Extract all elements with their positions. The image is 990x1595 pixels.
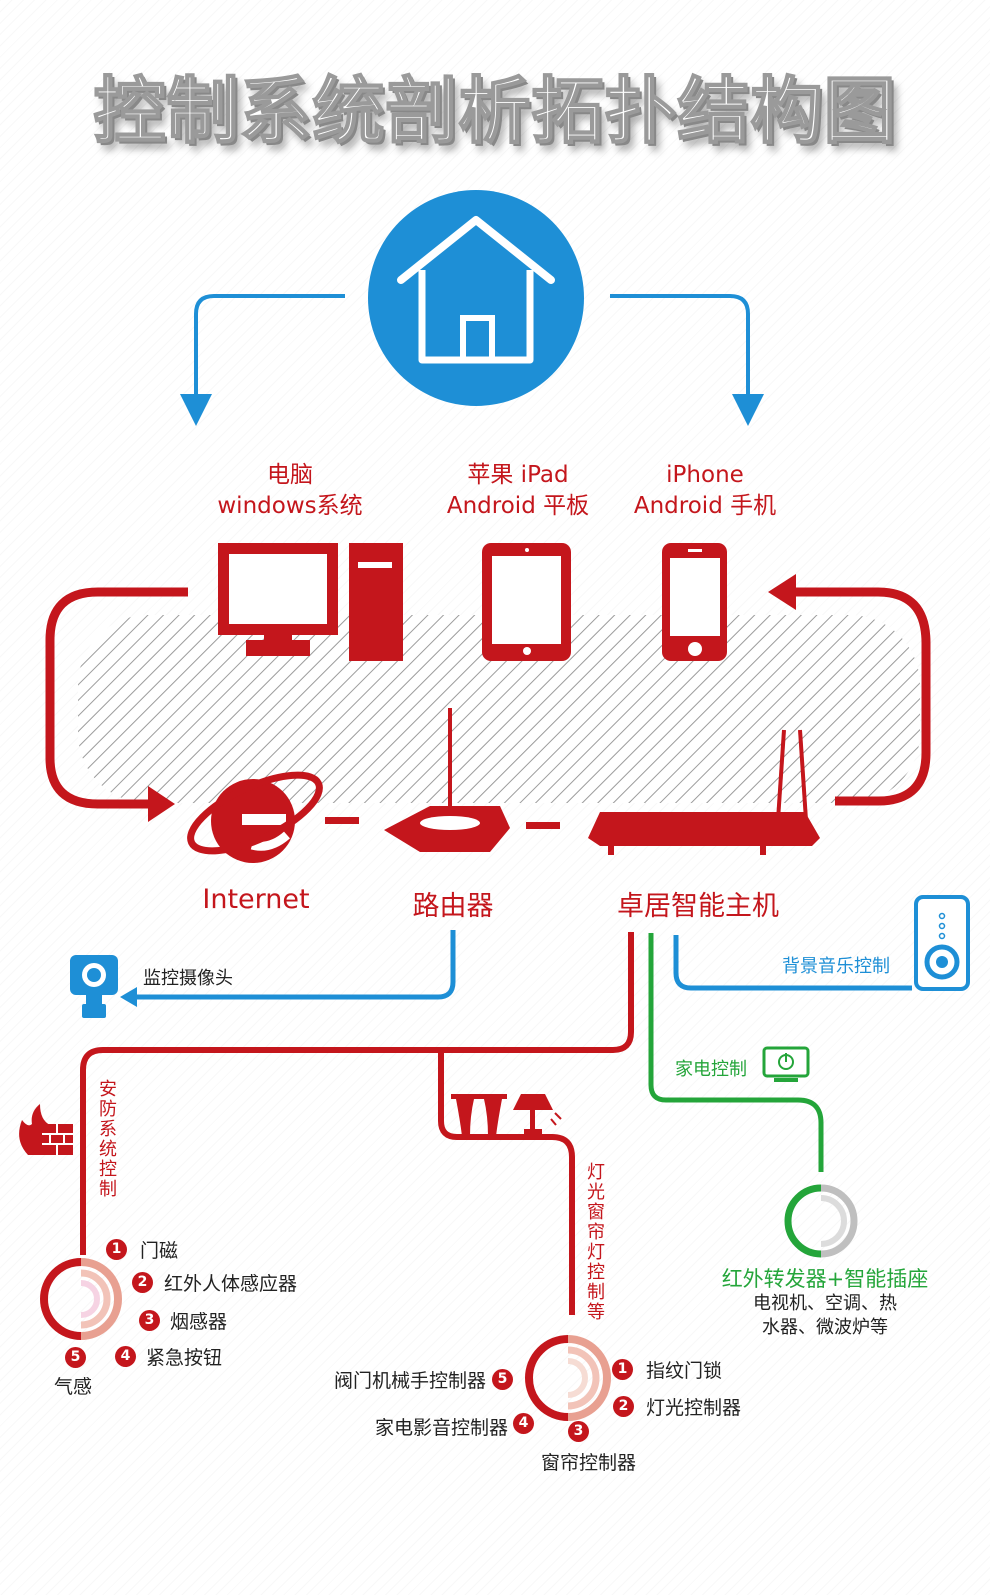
ie-browser-icon bbox=[187, 771, 323, 863]
security-item-2-badge: 2 bbox=[132, 1272, 153, 1293]
desktop-computer-icon bbox=[218, 543, 403, 661]
security-item-5: 气感 bbox=[54, 1376, 93, 1398]
page-title: 控制系统剖析拓扑结构图 bbox=[92, 68, 897, 154]
music-connection bbox=[673, 935, 912, 991]
lighting-label: 灯光窗帘灯控制等 bbox=[587, 1162, 605, 1323]
house-arrow-right bbox=[610, 294, 764, 426]
lighting-item-2: 灯光控制器 bbox=[646, 1397, 742, 1419]
pc-label: 电脑 windows系统 bbox=[190, 460, 390, 522]
host-router-icon bbox=[588, 729, 820, 855]
iphone-label-line1: iPhone bbox=[666, 462, 744, 488]
music-label: 背景音乐控制 bbox=[782, 956, 890, 977]
connector-dash-1 bbox=[325, 817, 359, 824]
pc-label-line2: windows系统 bbox=[217, 493, 363, 519]
camera-icon bbox=[70, 955, 118, 1018]
appliance-module-desc: 电视机、空调、热 水器、微波炉等 bbox=[700, 1292, 950, 1340]
lighting-item-3-badge: 3 bbox=[568, 1421, 589, 1442]
tablet-icon bbox=[482, 543, 571, 661]
iphone-label: iPhone Android 手机 bbox=[605, 460, 805, 522]
security-item-2: 红外人体感应器 bbox=[164, 1273, 298, 1295]
iphone-label-line2: Android 手机 bbox=[633, 493, 777, 519]
camera-connection bbox=[135, 930, 456, 1000]
lighting-item-1-badge: 1 bbox=[612, 1359, 633, 1380]
lighting-item-2-badge: 2 bbox=[613, 1396, 634, 1417]
appliance-module-desc-line1: 电视机、空调、热 bbox=[753, 1293, 897, 1314]
security-label: 安防系统控制 bbox=[99, 1079, 117, 1200]
ipad-label-line1: 苹果 iPad bbox=[467, 462, 569, 488]
lighting-item-4: 家电影音控制器 bbox=[374, 1417, 508, 1439]
security-item-1-badge: 1 bbox=[106, 1239, 127, 1260]
ipad-label: 苹果 iPad Android 平板 bbox=[418, 460, 618, 522]
lighting-connection bbox=[438, 1050, 575, 1315]
lighting-item-5: 阀门机械手控制器 bbox=[333, 1370, 486, 1392]
security-item-4: 紧急按钮 bbox=[146, 1347, 223, 1369]
router-icon bbox=[384, 708, 510, 852]
lighting-item-1: 指纹门锁 bbox=[646, 1360, 723, 1382]
host-label: 卓居智能主机 bbox=[617, 891, 779, 922]
security-item-3-badge: 3 bbox=[139, 1310, 160, 1331]
firewall-icon bbox=[19, 1104, 73, 1155]
phone-icon bbox=[662, 543, 727, 661]
ipad-label-line2: Android 平板 bbox=[446, 493, 590, 519]
lighting-module-ring bbox=[525, 1335, 611, 1421]
pc-label-line1: 电脑 bbox=[267, 462, 313, 488]
power-socket-icon bbox=[762, 1046, 810, 1082]
security-item-4-badge: 4 bbox=[115, 1346, 136, 1367]
appliance-connection bbox=[648, 933, 824, 1172]
curtain-icon bbox=[451, 1094, 507, 1136]
appliance-module-title: 红外转发器+智能插座 bbox=[721, 1267, 929, 1291]
lighting-item-4-badge: 4 bbox=[513, 1413, 534, 1434]
security-item-3: 烟感器 bbox=[170, 1311, 228, 1333]
music-panel-icon bbox=[914, 895, 970, 991]
internet-label: Internet bbox=[202, 884, 310, 915]
appliance-module-ring bbox=[784, 1184, 858, 1258]
connector-dash-2 bbox=[526, 822, 560, 829]
appliance-label: 家电控制 bbox=[675, 1059, 747, 1080]
security-item-5-badge: 5 bbox=[65, 1347, 86, 1368]
loop-arrow-right-head bbox=[768, 574, 796, 610]
loop-arrow-right bbox=[793, 587, 931, 806]
appliance-module-desc-line2: 水器、微波炉等 bbox=[762, 1317, 888, 1338]
lighting-item-5-badge: 5 bbox=[492, 1369, 513, 1390]
network-band bbox=[78, 615, 920, 803]
router-label: 路由器 bbox=[412, 891, 494, 922]
lighting-item-3: 窗帘控制器 bbox=[541, 1452, 637, 1474]
house-arrow-left bbox=[180, 294, 345, 426]
loop-arrow-left bbox=[45, 587, 188, 809]
security-item-1: 门磁 bbox=[140, 1240, 179, 1262]
security-module-ring bbox=[40, 1258, 122, 1340]
loop-arrow-left-head bbox=[148, 786, 175, 822]
house-icon bbox=[368, 190, 584, 406]
lamp-icon bbox=[513, 1094, 562, 1135]
camera-label: 监控摄像头 bbox=[143, 968, 233, 989]
security-connection bbox=[80, 932, 634, 1255]
camera-connection-arrow bbox=[120, 987, 137, 1007]
